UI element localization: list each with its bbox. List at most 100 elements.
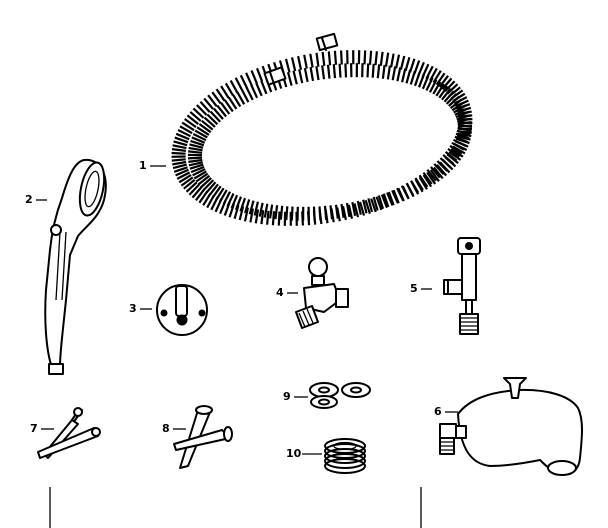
hose-rib [441,158,454,171]
hose-rib [196,104,208,116]
hose-rib [208,183,219,196]
hose-rib [284,58,291,73]
hose-coils [171,50,473,226]
hose-rib [260,80,268,95]
hose-rib [292,70,298,85]
hose-rib [249,208,254,223]
hose-rib [222,191,231,205]
hose-rib [244,199,251,214]
washers-part-9 [309,382,371,409]
hose-rib [435,83,445,97]
hose-rib [192,133,207,142]
hose-rib [364,199,371,215]
hose-rib [315,66,320,81]
hose-rib [194,129,208,139]
hose-rib [218,189,228,203]
hose-rib [176,171,191,180]
callout-5-label: 5 [410,282,418,295]
callout-1-label: 1 [139,159,147,172]
hose-rib [397,187,405,202]
diverter-part-4 [295,257,349,329]
tub-spout-opening [547,460,577,476]
hose-rib [290,206,294,221]
hose-rib [382,193,390,208]
hose-rib [387,191,395,206]
hand-shower-button [50,224,62,236]
hose-rib [376,64,381,79]
hose-rib [401,185,410,200]
hose-rib [184,118,197,128]
hose-rib [443,90,455,103]
hose-rib [277,211,281,226]
hose-rib [279,205,284,220]
hose-rib [212,107,224,120]
hose-rib [404,57,411,72]
hose-rib [426,169,437,182]
hose-rib [198,190,209,204]
hose-rib [457,121,472,126]
hose-rib [193,170,207,180]
hose-rib [255,82,263,97]
hose-rib [390,53,395,68]
hose-rib [409,70,416,85]
hose-rib [457,117,472,123]
hose-rib [185,181,198,193]
tub-spout-part-6 [439,377,583,476]
hose-rib [286,71,293,86]
leader-lines [36,165,458,455]
hose-rib [318,206,322,221]
hose-rib [191,186,203,199]
hose-rib [172,144,187,150]
hose-rib [202,179,215,191]
hose-rib [190,165,205,174]
hose-rib [203,116,216,128]
hose-rib [239,197,247,212]
hose-rib [186,114,199,125]
hose-rib [386,192,394,206]
hose-rib [356,200,362,215]
hose-rib [188,158,203,163]
hose-rib [435,72,446,86]
hose-rib [340,203,345,218]
hose-rib [430,166,441,179]
hose-rib [290,57,297,72]
hose-rib [263,203,269,218]
wall-bracket-screw-left [160,309,168,317]
hose-rib [353,203,360,218]
hose-rib [454,140,469,148]
hose-rib [438,75,449,88]
hose-fitting-inner [263,66,287,86]
hose-rib [386,65,391,80]
hose-rib [229,79,239,94]
hose-rib [332,64,337,79]
hose-rib [179,125,193,135]
hose-rib [446,153,459,165]
hose-rib [215,187,225,201]
hose-rib [172,160,187,166]
hose-rib [192,107,205,119]
hose-rib [447,148,460,158]
hose-rib [226,193,235,207]
wall-bracket-part-3 [156,284,208,336]
hose-rib [379,51,384,66]
hose-rib [414,179,424,193]
hose-rib [173,140,188,147]
hose-rib [207,94,218,107]
callout-3-label: 3 [129,302,137,315]
hose-rib [323,205,328,220]
hose-rib [216,104,227,118]
hose-rib [303,67,309,83]
hose-rib [375,196,383,211]
hose-rib [454,107,468,116]
hose-rib [236,91,246,105]
hose-rib [347,204,354,219]
hose-rib [344,63,348,78]
hose-rib [197,174,211,186]
hose-rib [456,135,471,141]
hose-rib [195,172,209,183]
hose-rib [269,204,274,219]
valve-part-5 [443,237,481,335]
hose-rib [234,77,244,91]
hose-rib [363,50,367,65]
